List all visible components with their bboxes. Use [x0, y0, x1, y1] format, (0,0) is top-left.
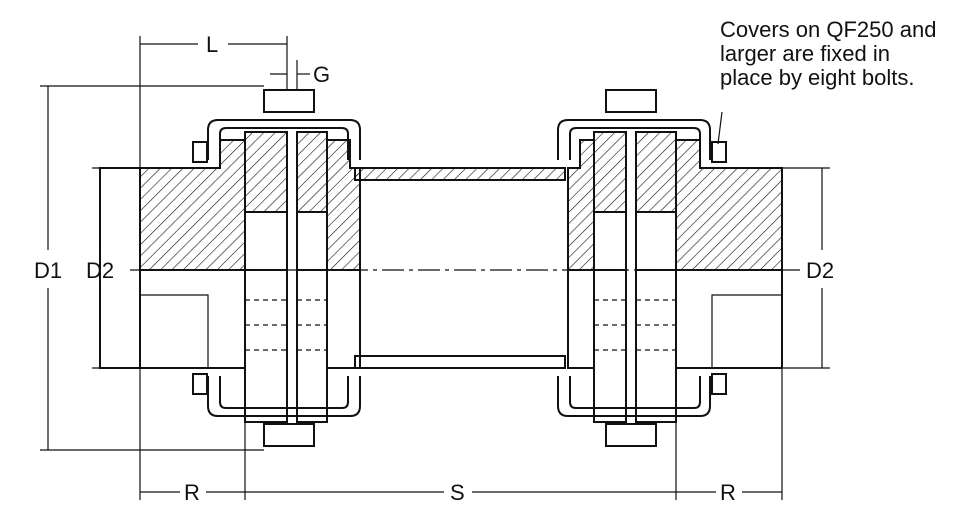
cover-note-line-3: place by eight bolts. — [720, 65, 915, 90]
right-cover — [557, 89, 727, 447]
dim-label-R-right: R — [720, 480, 736, 505]
dim-label-D1: D1 — [34, 258, 62, 283]
dim-label-D2-left: D2 — [86, 258, 114, 283]
dim-label-L: L — [206, 32, 218, 57]
dim-label-R-left: R — [184, 480, 200, 505]
dimension-lines — [40, 36, 830, 500]
right-spacer-flange — [567, 139, 595, 369]
cover-note: Covers on QF250 and larger are fixed in … — [720, 18, 970, 90]
spacer-tube — [354, 167, 566, 369]
left-cover — [192, 89, 361, 447]
left-disc-pack — [244, 131, 328, 423]
right-disc-pack — [593, 131, 677, 423]
dim-label-G: G — [313, 62, 330, 87]
dim-label-D2-right: D2 — [806, 258, 834, 283]
dim-label-S: S — [450, 480, 465, 505]
left-hub — [99, 139, 246, 369]
cover-note-line-1: Covers on QF250 and — [720, 17, 937, 42]
cover-note-line-2: larger are fixed in — [720, 41, 890, 66]
right-hub — [675, 139, 783, 369]
